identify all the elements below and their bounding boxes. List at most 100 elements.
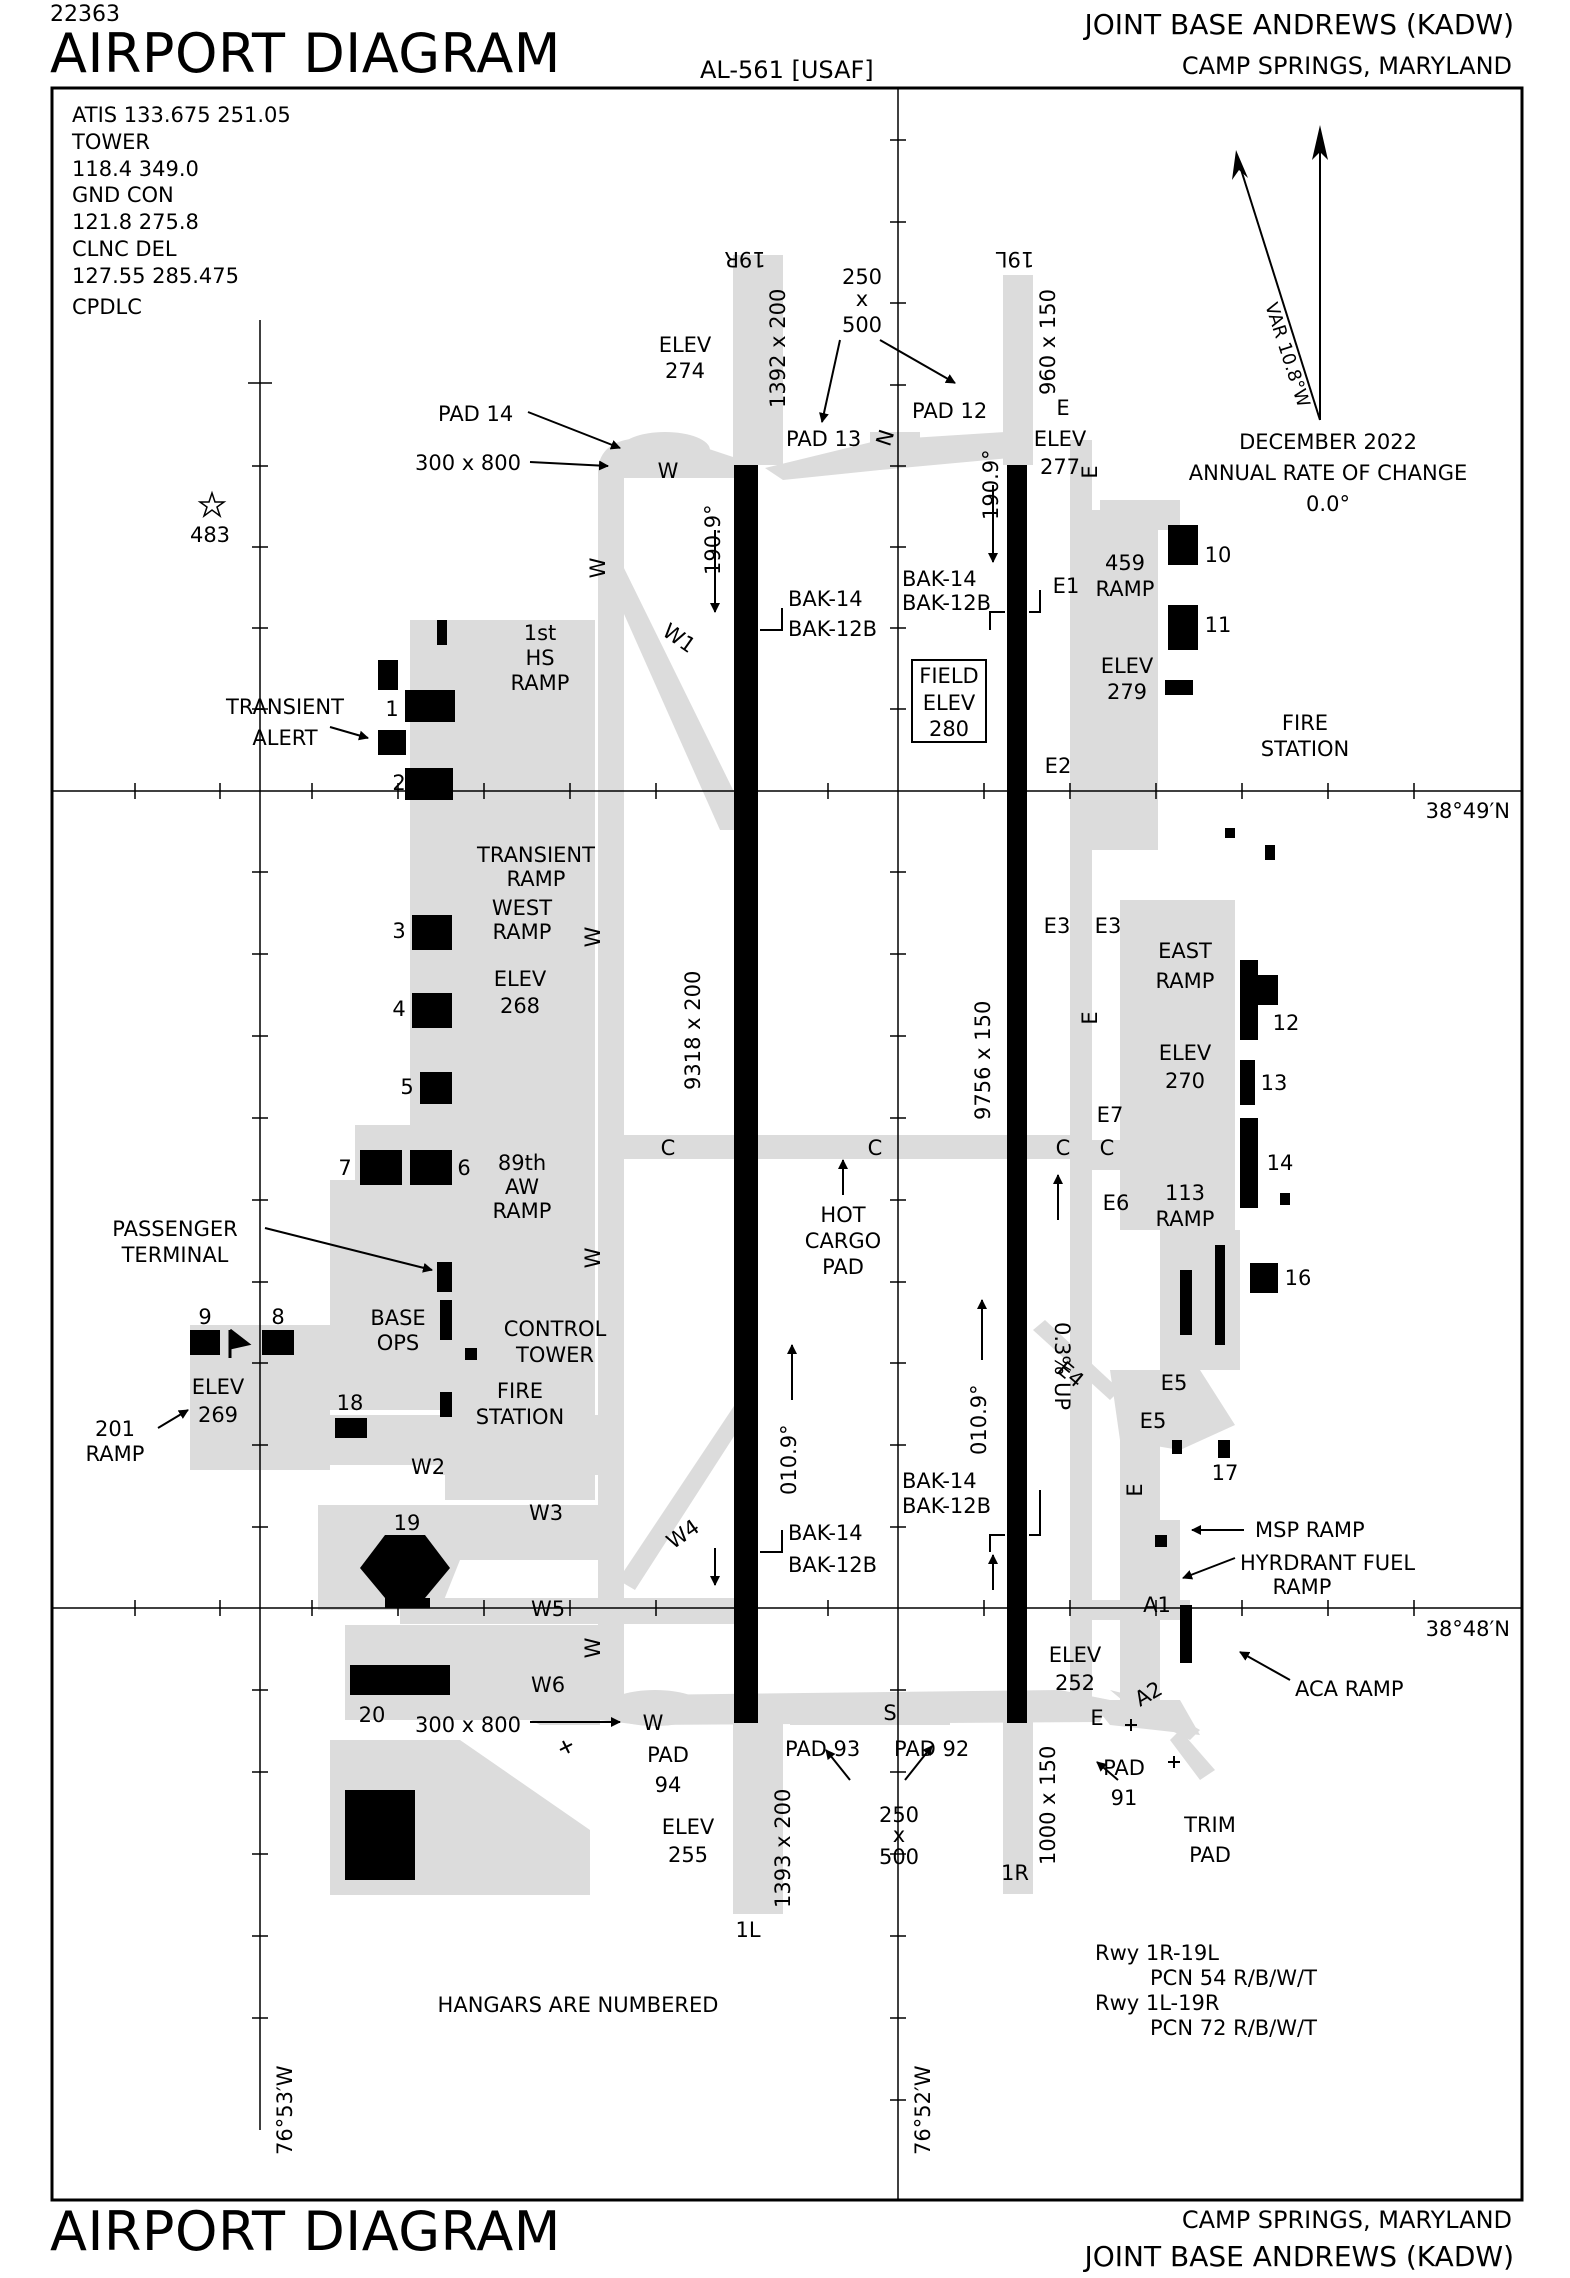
heading-190-right: 190.9°: [979, 449, 1003, 520]
freq-line-7: 127.55 285.475: [72, 264, 239, 288]
hangar-4-label: 4: [392, 997, 405, 1021]
hangar-7-label: 7: [338, 1156, 351, 1180]
pad94-label: PAD: [647, 1743, 689, 1767]
pad-top-dim-b: 500: [842, 313, 882, 337]
ramp-459-line-2: RAMP: [1096, 577, 1155, 601]
runway-1r-label: 1R: [1001, 1861, 1029, 1885]
diagram-text: ATIS 133.675 251.05 TOWER 118.4 349.0 GN…: [71, 103, 1510, 2155]
pad94-dims: 300 x 800: [415, 1713, 521, 1737]
ramp-113-line-1: 113: [1165, 1181, 1205, 1205]
pad92-label: PAD 92: [894, 1737, 969, 1761]
runway-1r-19l: [1007, 465, 1027, 1723]
heading-190-left: 190.9°: [701, 504, 725, 575]
grid-ticks: [134, 139, 1415, 2101]
taxiway-e3-west: E3: [1044, 914, 1071, 938]
hangar-20-label: 20: [359, 1703, 386, 1727]
transient-alert-line-1: TRANSIENT: [225, 695, 344, 719]
obstacle-elev: 483: [190, 523, 230, 547]
pad-top-dim-x: x: [856, 287, 868, 311]
bak14-left-top: BAK-14: [788, 587, 863, 611]
runway-19r-label: 19R: [724, 247, 765, 271]
callout-arrows: [157, 339, 1291, 1781]
taxiway-w-top: W: [658, 459, 679, 483]
msp-ramp-label: MSP RAMP: [1255, 1518, 1365, 1542]
taxiway-w-bottom: W: [581, 1637, 605, 1658]
runway-1l-label: 1L: [735, 1918, 760, 1942]
fire-station-east-line-1: FIRE: [1282, 711, 1328, 735]
hangar-4: [412, 993, 452, 1028]
pad13-label: PAD 13: [786, 427, 861, 451]
taxiway-e2: E2: [1045, 754, 1072, 778]
pcn-line-4: PCN 72 R/B/W/T: [1150, 2016, 1317, 2040]
slope-label: 0.3% UP: [1050, 1322, 1074, 1410]
hydrant-line-2: RAMP: [1273, 1575, 1332, 1599]
hangar-2: [405, 768, 453, 800]
ramp-459-line-1: 459: [1105, 551, 1145, 575]
fire-station-west-line-1: FIRE: [497, 1379, 543, 1403]
taxiway-w-upper: W: [586, 557, 610, 578]
chart-id: 22363: [50, 2, 120, 27]
taxiway-w5: W5: [531, 1597, 565, 1621]
transient-alert-line-2: ALERT: [252, 726, 317, 750]
hangar-1-label: 1: [385, 697, 398, 721]
taxiway-e-lower: E: [1123, 1483, 1147, 1496]
field-elev-line-1: FIELD: [919, 664, 978, 688]
lat-south-label: 38°48′N: [1426, 1617, 1510, 1641]
right-bottom-overrun: 1000 x 150: [1036, 1746, 1060, 1865]
mag-rate: 0.0°: [1306, 492, 1350, 516]
ramp-113-line-2: RAMP: [1156, 1207, 1215, 1231]
lat-long-grid: [52, 88, 1522, 2200]
hangar-1: [405, 690, 455, 722]
magnetic-variation-arrows: [1232, 125, 1328, 421]
freq-line-2: TOWER: [71, 130, 150, 154]
hangar-14: [1240, 1118, 1258, 1208]
buildings: [190, 525, 1290, 1880]
ramp-201-line-2: RAMP: [86, 1442, 145, 1466]
taxiway-e5-upper: E5: [1161, 1371, 1188, 1395]
elev-277-label: ELEV: [1034, 427, 1087, 451]
taxiway-s: S: [883, 1701, 896, 1725]
pad91-label: PAD: [1103, 1756, 1145, 1780]
freq-line-5: 121.8 275.8: [72, 210, 199, 234]
west-ramp-line-2: RAMP: [493, 920, 552, 944]
hot-cargo-line-1: HOT: [820, 1203, 865, 1227]
hs-ramp-line-1: 1st: [524, 621, 557, 645]
pcn-line-3: Rwy 1L-19R: [1095, 1991, 1219, 2015]
hangar-2-label: 2: [392, 771, 405, 795]
taxiway-w6: W6: [531, 1673, 565, 1697]
freq-line-4: GND CON: [72, 183, 174, 207]
field-elev-box: [911, 659, 987, 743]
elev-269-value: 269: [198, 1403, 238, 1427]
elev-255-value: 255: [668, 1843, 708, 1867]
pad94-number: 94: [655, 1773, 682, 1797]
runway-19l-label: 19L: [995, 247, 1034, 271]
freq-line-3: 118.4 349.0: [72, 157, 199, 181]
hangar-16-label: 16: [1285, 1266, 1312, 1290]
taxiway-c-mid: C: [868, 1136, 883, 1160]
elev-270-value: 270: [1165, 1069, 1205, 1093]
runway-1l-19r: [734, 465, 758, 1723]
hangar-17-label: 17: [1212, 1461, 1239, 1485]
bak14-right-bottom: BAK-14: [902, 1469, 977, 1493]
hangar-20: [350, 1665, 450, 1695]
hangar-18-label: 18: [337, 1391, 364, 1415]
taxiway-e7: E7: [1097, 1103, 1124, 1127]
pavement: [190, 255, 1240, 1914]
passenger-terminal-line-1: PASSENGER: [112, 1217, 237, 1241]
aw-ramp-line-3: RAMP: [493, 1199, 552, 1223]
taxiway-w-pad94: W: [643, 1711, 664, 1735]
taxiway-e-upper: E: [1078, 465, 1102, 478]
pad-bottom-dim-a: 250: [879, 1803, 919, 1827]
taxiway-c-east: C: [1056, 1136, 1071, 1160]
hs-ramp-line-3: RAMP: [511, 671, 570, 695]
hangar-12-label: 12: [1273, 1011, 1300, 1035]
footer-title: AIRPORT DIAGRAM: [50, 2200, 561, 2263]
hangar-3-label: 3: [392, 919, 405, 943]
lon-west-label: 76°53′W: [273, 2065, 297, 2155]
east-ramp-line-1: EAST: [1158, 939, 1212, 963]
pad14-dims: 300 x 800: [415, 451, 521, 475]
hangar-8-label: 8: [271, 1305, 284, 1329]
hangar-5-label: 5: [400, 1075, 413, 1099]
freq-line-1: ATIS 133.675 251.05: [72, 103, 291, 127]
